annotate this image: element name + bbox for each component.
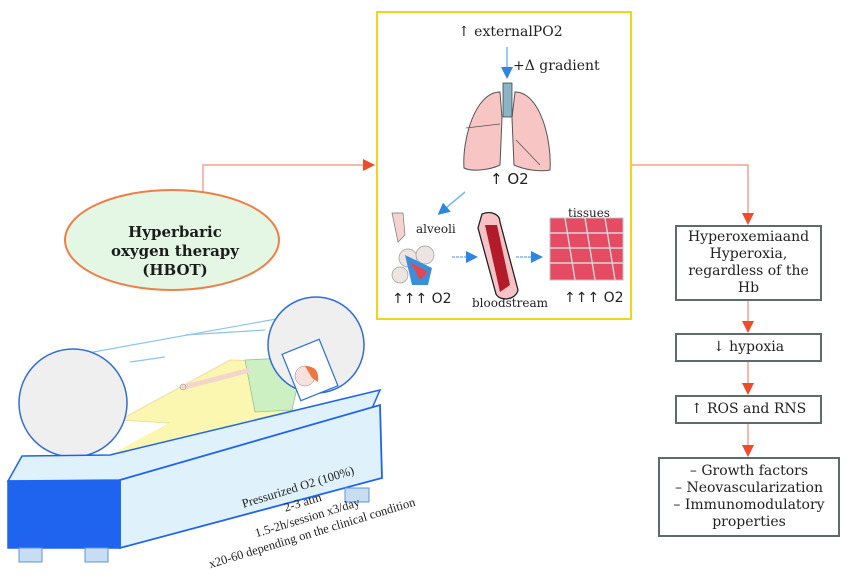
hbot-label-line-2: oxygen therapy (110, 242, 240, 260)
outcome-box-hypoxia: ↓ hypoxia (675, 333, 822, 362)
external-po2-label: ↑ externalPO2 (458, 24, 563, 40)
outcome-line: – Growth factors (689, 463, 809, 479)
outcome-line: Hyperoxemiaand (687, 229, 810, 245)
bloodstream-illustration (477, 211, 519, 300)
alveoli-o2-label: ↑↑↑ O2 (392, 291, 452, 307)
arrow-process-to-hyperoxemia (632, 164, 754, 225)
outcome-box-ros-rns: ↑ ROS and RNS (675, 395, 822, 424)
outcome-line: ↑ ROS and RNS (690, 401, 807, 417)
outcome-line: ↓ hypoxia (712, 339, 785, 355)
alveoli-illustration (391, 212, 435, 285)
outcome-line: Hb (737, 280, 760, 296)
lungs-illustration (463, 82, 551, 172)
hbot-label-line-3: (HBOT) (142, 261, 208, 279)
gradient-label: +Δ gradient (513, 58, 600, 74)
tissues-label: tissues (568, 206, 610, 220)
outcome-line: – Immunomodulatory (673, 497, 825, 513)
tissues-o2-label: ↑↑↑ O2 (564, 290, 624, 306)
hbot-label-line-1: Hyperbaric (128, 223, 222, 241)
outcome-line: Hyperoxia, (709, 246, 788, 262)
outcome-box-effects: – Growth factors – Neovascularization – … (658, 457, 840, 537)
arrow-lungs-to-alveoli (437, 191, 466, 215)
outcome-box-hyperoxemia: Hyperoxemiaand Hyperoxia, regardless of … (675, 225, 822, 301)
tissues-illustration (549, 217, 624, 281)
bloodstream-label: bloodstream (472, 296, 549, 310)
hbot-oval (64, 189, 280, 291)
hyperbaric-chamber-illustration (6, 296, 383, 563)
hbot-label: Hyperbaric oxygen therapy (HBOT) (95, 223, 255, 280)
oxygen-transport-process-box (376, 11, 632, 320)
alveoli-label: alveoli (416, 222, 456, 236)
lungs-o2-label: ↑ O2 (490, 170, 529, 188)
outcome-line: properties (712, 514, 786, 530)
outcome-line: – Neovascularization (675, 480, 823, 496)
outcome-line: regardless of the (688, 263, 809, 279)
